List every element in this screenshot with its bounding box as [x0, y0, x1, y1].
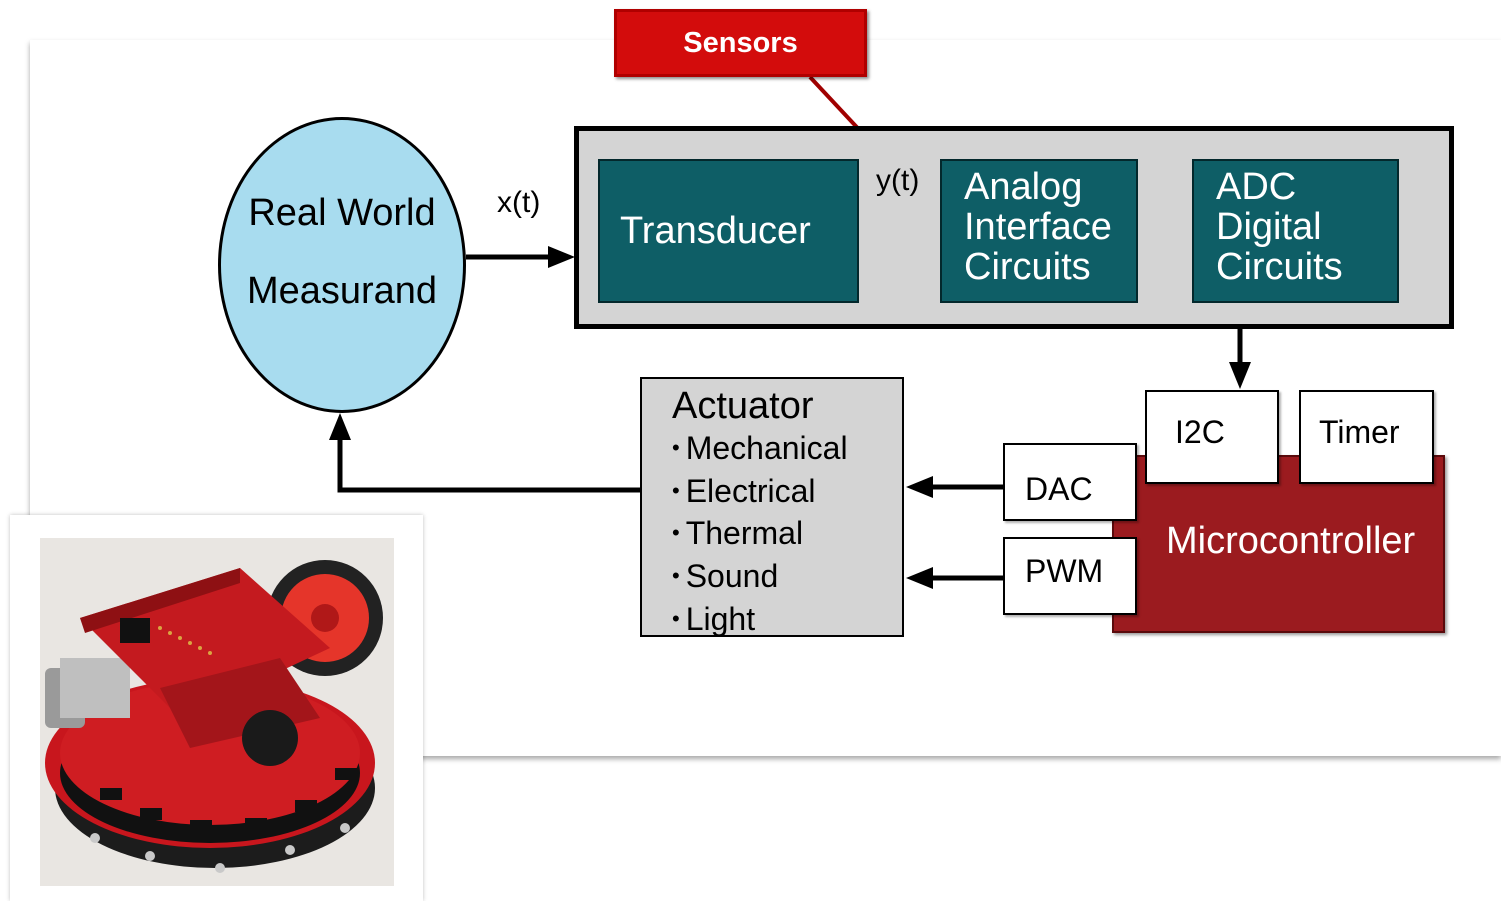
analog-line-2: Interface	[964, 206, 1112, 248]
analog-line-3: Circuits	[964, 246, 1091, 288]
pwm-peripheral: PWM	[1003, 537, 1137, 615]
signal-x-label: x(t)	[497, 186, 541, 219]
arrow-actuator-head	[329, 413, 351, 440]
actuator-item: Sound	[672, 557, 902, 600]
timer-peripheral: Timer	[1299, 390, 1434, 484]
arrow-adc-head	[1229, 362, 1251, 389]
actuator-list: Mechanical Electrical Thermal Sound Ligh…	[672, 429, 902, 643]
transducer-block: Transducer	[598, 159, 859, 303]
actuator-item: Thermal	[672, 514, 902, 557]
actuator-block: Actuator Mechanical Electrical Thermal S…	[640, 377, 904, 637]
analog-line-1: Analog	[964, 166, 1083, 208]
actuator-item: Mechanical	[672, 429, 902, 472]
adc-line-3: Circuits	[1216, 246, 1343, 288]
adc-digital-block: ADC Digital Circuits	[1192, 159, 1399, 303]
i2c-peripheral: I2C	[1145, 390, 1279, 484]
robot-kit-photo	[40, 538, 394, 886]
signal-y-label: y(t)	[876, 164, 920, 197]
arrow-pwm-head	[906, 567, 933, 589]
actuator-item: Electrical	[672, 472, 902, 515]
microcontroller-label: Microcontroller	[1166, 520, 1416, 562]
arrow-measurand-head	[548, 246, 575, 268]
arrow-actuator-to-measurand	[337, 435, 640, 493]
actuator-title: Actuator	[672, 385, 814, 427]
measurand-line-2: Measurand	[246, 270, 438, 312]
transducer-label: Transducer	[620, 210, 811, 252]
real-world-measurand-ellipse: Real World Measurand	[218, 117, 466, 413]
arrow-dac-head	[906, 476, 933, 498]
analog-interface-block: Analog Interface Circuits	[940, 159, 1138, 303]
dac-peripheral: DAC	[1003, 443, 1137, 521]
adc-line-2: Digital	[1216, 206, 1322, 248]
measurand-line-1: Real World	[248, 192, 436, 234]
actuator-item: Light	[672, 600, 902, 643]
adc-line-1: ADC	[1216, 166, 1297, 208]
sensors-callout: Sensors	[614, 9, 867, 77]
microcontroller-block	[1112, 455, 1445, 633]
robot-illustration	[40, 538, 394, 886]
